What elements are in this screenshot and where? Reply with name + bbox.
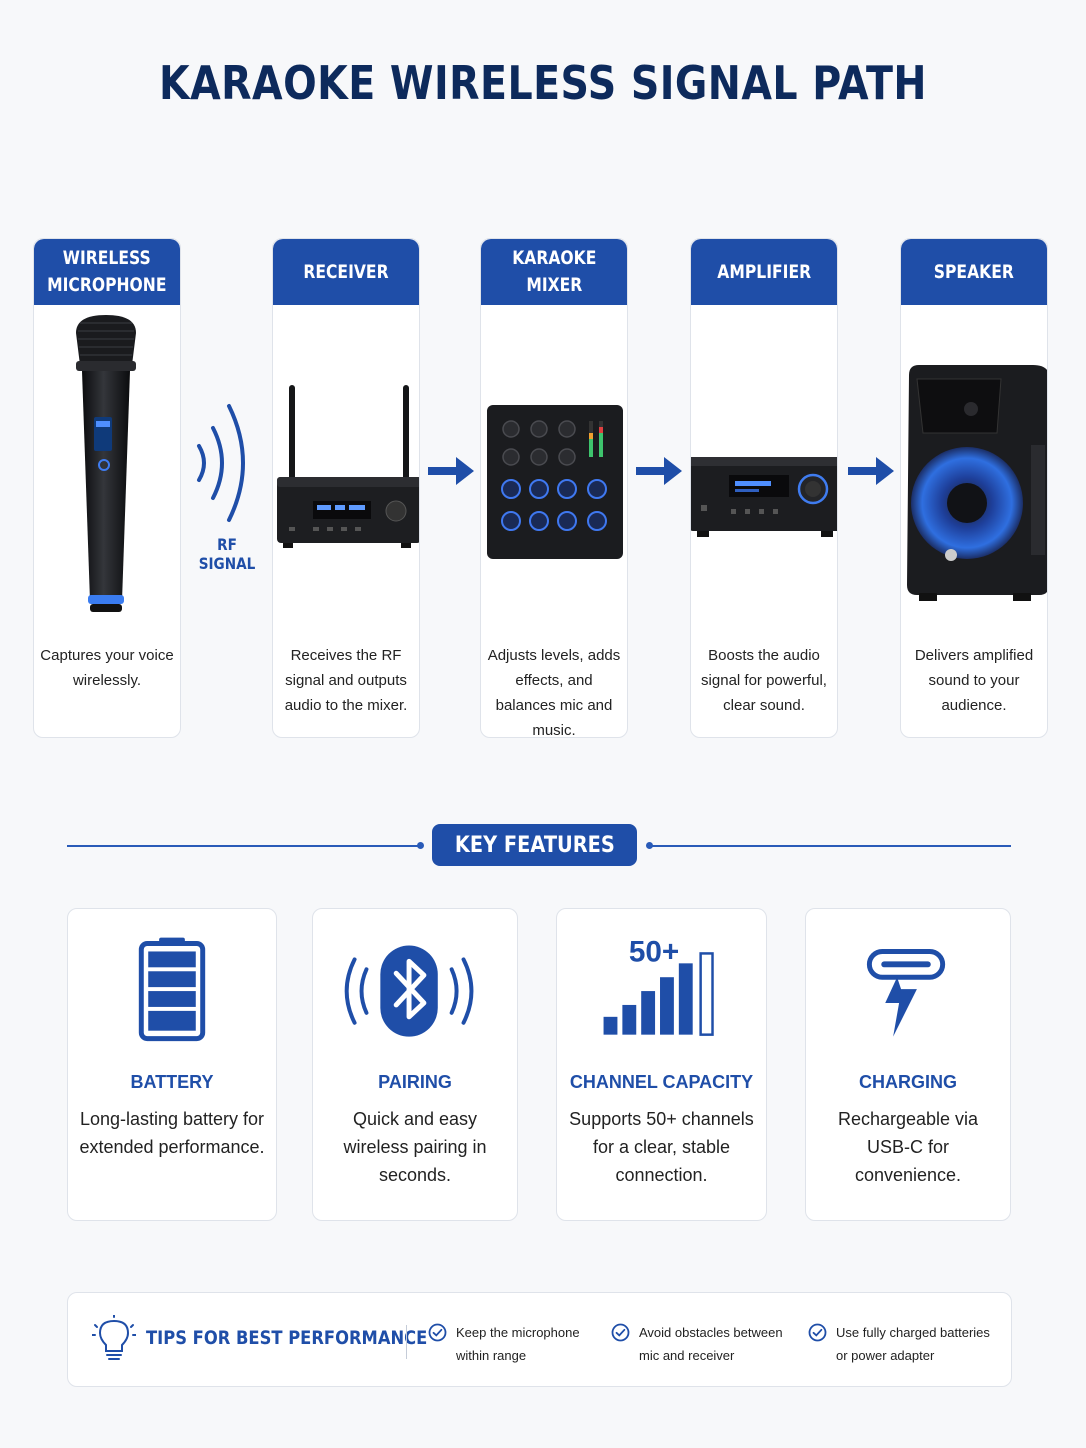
arrow-right-icon — [848, 457, 894, 485]
stage-header: WIRELESS MICROPHONE — [34, 239, 180, 305]
divider-dot — [417, 842, 424, 849]
stage-description: Captures your voice wirelessly. — [40, 647, 174, 689]
feature-title: CHANNEL CAPACITY — [569, 1072, 754, 1092]
stage-header: SPEAKER — [901, 239, 1047, 305]
feature-card-charging: CHARGING Rechargeable via USB-C for conv… — [805, 908, 1011, 1221]
stage-description: Adjusts levels, adds effects, and balanc… — [487, 647, 621, 738]
mixer-icon — [487, 405, 623, 559]
stage-karaoke-mixer: KARAOKE MIXER Adjusts levels, adds effec… — [480, 238, 628, 738]
speaker-icon — [907, 365, 1047, 601]
lightbulb-icon — [92, 1315, 136, 1360]
tips-separator — [406, 1325, 407, 1359]
feature-title: PAIRING — [378, 1072, 452, 1092]
rf-signal-waves-icon — [197, 404, 245, 522]
arrow-right-icon — [636, 457, 682, 485]
check-circle-icon — [428, 1323, 447, 1342]
divider-line — [67, 845, 422, 847]
tips-panel: TIPS FOR BEST PERFORMANCE Keep the micro… — [67, 1292, 1012, 1387]
bluetooth-icon — [344, 945, 474, 1037]
rf-signal-label: RF SIGNAL — [198, 535, 256, 573]
stage-amplifier: AMPLIFIER Boosts the audio signal for po… — [690, 238, 838, 738]
tip-item: Use fully charged batteries or power ada… — [808, 1321, 1001, 1367]
stage-description: Receives the RF signal and outputs audio… — [284, 647, 408, 714]
signal-bars-icon: 50+ — [603, 935, 714, 1036]
feature-card-battery: BATTERY Long-lasting battery for extende… — [67, 908, 277, 1221]
tip-item: Keep the microphone within range — [428, 1321, 606, 1367]
tips-title: TIPS FOR BEST PERFORMANCE — [146, 1327, 428, 1349]
stage-wireless-microphone: WIRELESS MICROPHONE Captures your voice … — [33, 238, 181, 738]
feature-card-pairing: PAIRING Quick and easy wireless pairing … — [312, 908, 518, 1221]
divider-line — [651, 845, 1011, 847]
feature-title: BATTERY — [130, 1072, 214, 1092]
check-circle-icon — [611, 1323, 630, 1342]
tip-item: Avoid obstacles between mic and receiver — [611, 1321, 799, 1367]
channel-count-label: 50+ — [629, 935, 679, 968]
feature-title: CHARGING — [859, 1072, 957, 1092]
check-circle-icon — [808, 1323, 827, 1342]
stage-description: Boosts the audio signal for powerful, cl… — [701, 647, 827, 714]
stage-header: RECEIVER — [273, 239, 419, 305]
feature-description: Quick and easy wireless pairing in secon… — [343, 1109, 487, 1185]
stage-speaker: SPEAKER Delivers amplified sound to your… — [900, 238, 1048, 738]
page-title: KARAOKE WIRELESS SIGNAL PATH — [159, 56, 927, 110]
feature-description: Rechargeable via USB-C for convenience. — [837, 1109, 979, 1185]
stage-header: AMPLIFIER — [691, 239, 837, 305]
divider-dot — [646, 842, 653, 849]
feature-description: Supports 50+ channels for a clear, stabl… — [569, 1109, 754, 1185]
arrow-right-icon — [428, 457, 474, 485]
microphone-icon — [76, 315, 136, 612]
feature-card-channel-capacity: 50+ CHANNEL CAPACITY Supports 50+ channe… — [556, 908, 767, 1221]
usb-c-charging-icon — [866, 948, 946, 1037]
battery-icon — [138, 937, 206, 1042]
stage-receiver: RECEIVER Receives the RF signal and outp… — [272, 238, 420, 738]
stage-description: Delivers amplified sound to your audienc… — [914, 647, 1034, 714]
stage-header: KARAOKE MIXER — [481, 239, 627, 305]
key-features-badge: KEY FEATURES — [432, 824, 637, 866]
amplifier-icon — [691, 457, 837, 537]
receiver-icon — [277, 385, 419, 548]
feature-description: Long-lasting battery for extended perfor… — [79, 1109, 265, 1157]
